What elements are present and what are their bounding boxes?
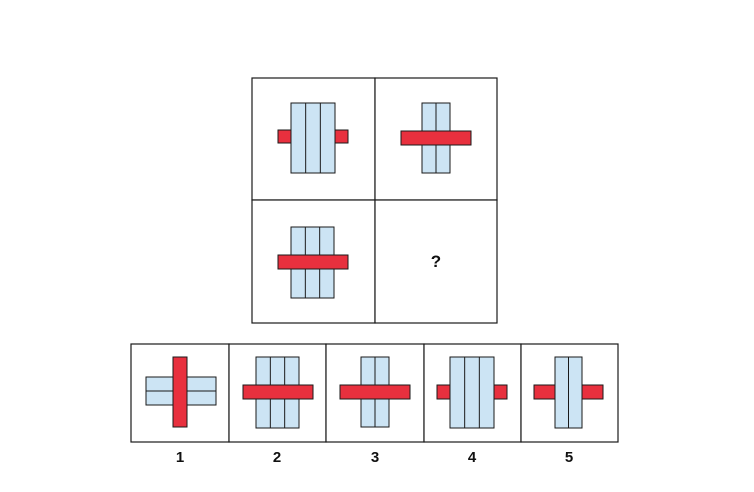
option-label: 5: [565, 449, 573, 466]
option-2[interactable]: 2: [228, 343, 327, 466]
option-5-figure: [533, 356, 604, 429]
matrix-cell-3-figure: [277, 226, 349, 299]
option-5[interactable]: 5: [520, 343, 619, 466]
matrix-grid: ?: [251, 77, 498, 324]
option-label: 1: [176, 449, 184, 466]
matrix-cell-3: [251, 199, 376, 324]
red-bar: [172, 356, 188, 428]
stripe-panel: [449, 356, 495, 429]
matrix-cell-2: [374, 77, 498, 201]
option-3-figure: [339, 356, 411, 428]
option-label: 2: [273, 449, 281, 466]
matrix-cell-1: [251, 77, 376, 201]
red-bar: [277, 254, 349, 270]
red-bar: [339, 384, 411, 400]
option-3[interactable]: 3: [325, 343, 425, 466]
option-1-figure: [145, 356, 217, 428]
option-label: 3: [371, 449, 379, 466]
options-row: 1 2 3: [130, 343, 619, 466]
red-bar: [400, 130, 472, 146]
red-bar: [242, 384, 314, 400]
stripe-panel: [290, 102, 336, 174]
option-2-figure: [242, 356, 314, 429]
matrix-cell-1-figure: [277, 102, 349, 174]
question-mark: ?: [431, 252, 441, 271]
option-4-figure: [436, 356, 508, 429]
option-1[interactable]: 1: [130, 343, 230, 466]
matrix-cell-2-figure: [400, 102, 472, 174]
matrix-cell-4: ?: [374, 199, 498, 324]
option-4[interactable]: 4: [423, 343, 522, 466]
option-label: 4: [468, 449, 477, 466]
